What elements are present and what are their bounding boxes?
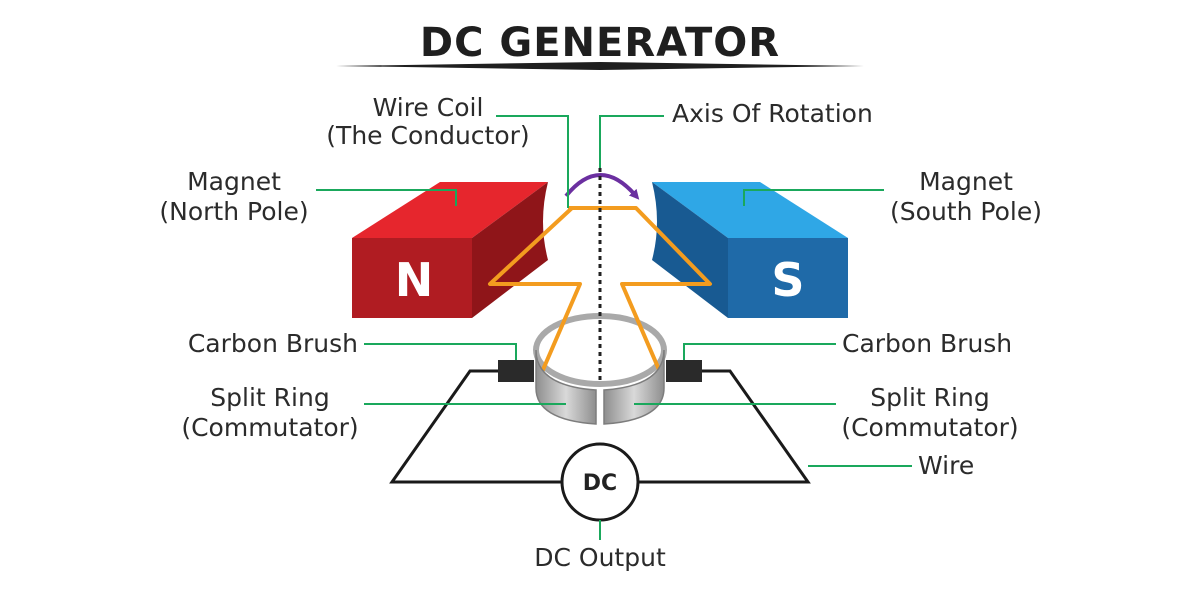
leader-lines <box>316 115 912 540</box>
label-carbon-brush-left: Carbon Brush <box>188 329 358 358</box>
label-magnet-south: Magnet <box>919 167 1013 196</box>
label-wire-coil: Wire Coil <box>373 93 484 122</box>
title-underline <box>336 62 864 70</box>
dc-meter-label: DC <box>583 471 617 496</box>
north-pole-letter: N <box>395 253 434 307</box>
north-magnet: N <box>352 182 548 318</box>
label-magnet-north: Magnet <box>187 167 281 196</box>
label-split-ring-right: Split Ring <box>870 383 989 412</box>
label-wire-coil-sub: (The Conductor) <box>326 121 529 150</box>
label-dc-output: DC Output <box>534 543 666 572</box>
south-pole-letter: S <box>771 253 804 307</box>
label-wire: Wire <box>918 451 974 480</box>
split-ring-back <box>533 313 667 387</box>
carbon-brush-right <box>666 360 702 382</box>
label-axis-of-rotation: Axis Of Rotation <box>672 99 873 128</box>
split-ring-left <box>535 349 597 425</box>
south-magnet: S <box>652 182 848 318</box>
circuit-wire-right <box>638 369 811 484</box>
label-carbon-brush-right: Carbon Brush <box>842 329 1012 358</box>
carbon-brush-left <box>498 360 534 382</box>
label-split-ring-right-sub: (Commutator) <box>841 413 1018 442</box>
rotation-arrow-icon <box>564 173 640 200</box>
wire-coil <box>488 206 712 373</box>
label-magnet-north-sub: (North Pole) <box>159 197 308 226</box>
label-split-ring-left: Split Ring <box>210 383 329 412</box>
circuit-wire-left <box>389 369 562 484</box>
split-ring-right <box>603 349 665 425</box>
diagram-title: DC GENERATOR <box>420 20 780 66</box>
label-magnet-south-sub: (South Pole) <box>890 197 1042 226</box>
label-split-ring-left-sub: (Commutator) <box>181 413 358 442</box>
